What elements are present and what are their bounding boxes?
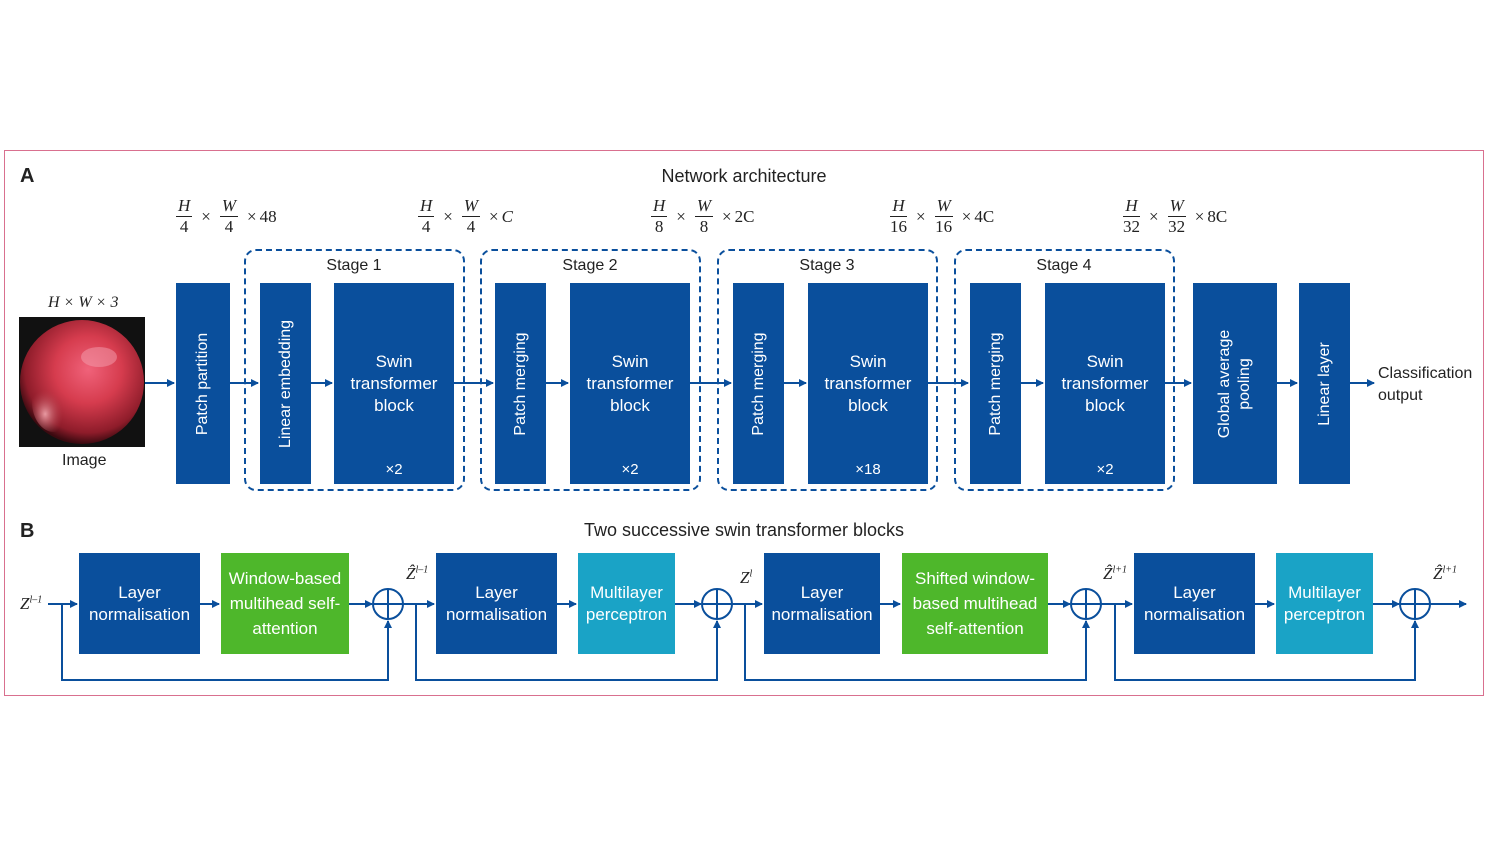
panel-b-title: Two successive swin transformer blocks — [583, 520, 905, 540]
stage-2-repeat: ×2 — [621, 461, 639, 478]
var-z-l: Zl — [740, 568, 753, 587]
stage-4-repeat: ×2 — [1096, 461, 1114, 478]
patch-merging-block-3: Patch merging — [733, 283, 784, 484]
residual-4 — [1114, 604, 1419, 681]
figure-frame — [4, 150, 1484, 696]
stage-3-label: Stage 3 — [799, 257, 855, 274]
stage-2-label: Stage 2 — [562, 257, 618, 274]
stage-1-repeat: ×2 — [385, 461, 403, 478]
residual-3 — [744, 604, 1090, 681]
stage-3-repeat: ×18 — [855, 461, 881, 478]
patch-merging-block-2: Patch merging — [495, 283, 546, 484]
stage-1-label: Stage 1 — [326, 257, 382, 274]
var-z-hat-l+1-a: Ẑl+1 — [1103, 564, 1127, 583]
panel-a-letter: A — [20, 165, 35, 187]
var-input: Zl–1 — [20, 594, 43, 613]
endoscopy-image — [19, 317, 145, 447]
var-z-hat-l-1: Ẑl–1 — [406, 564, 429, 583]
input-dimension: H × W × 3 — [48, 294, 119, 311]
stage-4-label: Stage 4 — [1036, 257, 1092, 274]
residual-2 — [415, 604, 721, 681]
patch-partition-block: Patch partition — [176, 283, 230, 484]
patch-merging-block-4: Patch merging — [970, 283, 1021, 484]
panel-b-letter: B — [20, 520, 35, 542]
stage-4-box — [954, 249, 1175, 491]
stage-2-box — [480, 249, 701, 491]
linear-embedding-block: Linear embedding — [260, 283, 311, 484]
panel-a-title: Network architecture — [661, 166, 827, 186]
input-image-label: Image — [62, 452, 107, 469]
residual-1 — [61, 604, 392, 681]
linear-layer-block: Linear layer — [1299, 283, 1350, 484]
stage-1-box — [244, 249, 465, 491]
var-z-hat-l+1-b: Ẑl+1 — [1433, 564, 1457, 583]
stage-3-box — [717, 249, 938, 491]
